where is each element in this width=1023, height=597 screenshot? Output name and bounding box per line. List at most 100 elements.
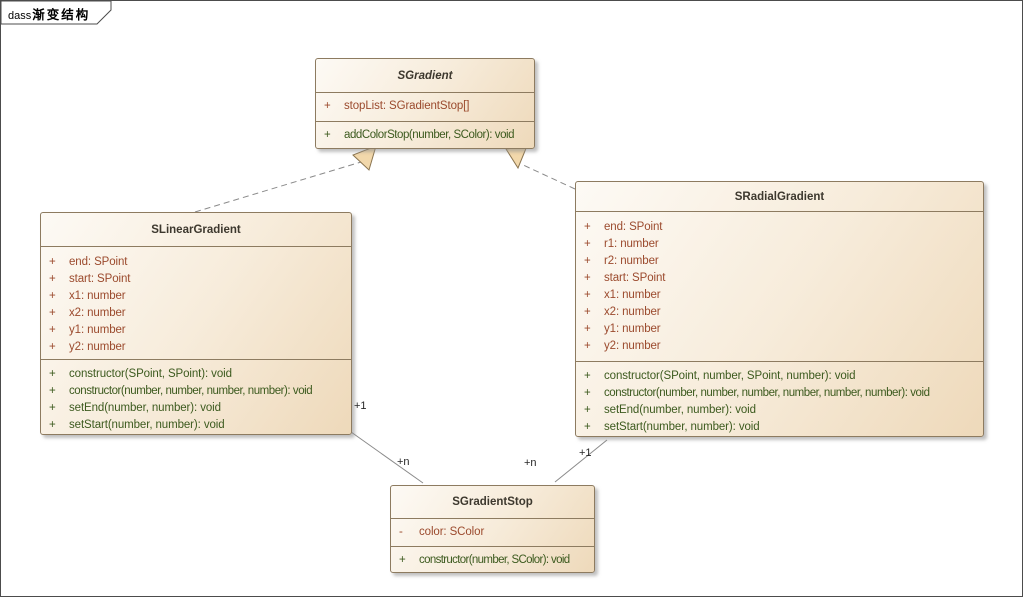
- attributes-compartment: - color: SColor: [391, 518, 594, 546]
- method-text: constructor(SPoint, number, SPoint, numb…: [604, 370, 856, 382]
- association-line-linear-stop: [343, 426, 424, 484]
- attribute-text: stopList: SGradientStop[]: [344, 100, 470, 112]
- class-header: SRadialGradient: [576, 182, 983, 211]
- attribute-row[interactable]: + start: SPoint: [576, 270, 983, 287]
- visibility-sign: +: [399, 554, 406, 566]
- method-row[interactable]: + setStart(number, number): void: [41, 417, 351, 434]
- attribute-text: y1: number: [604, 323, 661, 335]
- attribute-row[interactable]: + end: SPoint: [41, 254, 351, 271]
- attribute-row[interactable]: + stopList: SGradientStop[]: [316, 98, 534, 115]
- method-text: setEnd(number, number): void: [69, 402, 221, 414]
- attribute-row[interactable]: + y1: number: [576, 321, 983, 338]
- attribute-text: x2: number: [604, 306, 661, 318]
- attribute-text: color: SColor: [419, 526, 485, 538]
- frame-diagram-name: 渐变结构: [32, 8, 91, 22]
- attribute-text: end: SPoint: [604, 221, 663, 233]
- class-header: SLinearGradient: [41, 213, 351, 246]
- method-row[interactable]: + constructor(SPoint, number, SPoint, num…: [576, 368, 983, 385]
- multiplicity-label-radial-end: +1: [579, 447, 592, 459]
- visibility-sign: +: [49, 341, 56, 353]
- attribute-row[interactable]: +start: SPoint: [41, 271, 351, 288]
- attribute-row[interactable]: + y2: number: [576, 338, 983, 355]
- visibility-sign: +: [49, 402, 56, 414]
- visibility-sign: +: [584, 323, 591, 335]
- visibility-sign: +: [584, 289, 591, 301]
- attribute-row[interactable]: + x2: number: [41, 305, 351, 322]
- class-header: SGradientStop: [391, 486, 594, 518]
- attribute-row[interactable]: + end: SPoint: [576, 219, 983, 236]
- attribute-row[interactable]: + x2: number: [576, 304, 983, 321]
- attribute-text: y2: number: [69, 341, 126, 353]
- frame-title: dass渐变结构: [8, 4, 90, 23]
- method-text: setStart(number, number): void: [69, 419, 225, 431]
- visibility-sign: +: [324, 129, 331, 141]
- visibility-sign: +: [49, 419, 56, 431]
- visibility-sign: +: [584, 306, 591, 318]
- visibility-sign: +: [324, 100, 331, 112]
- attributes-compartment: +end: SPoint +start: SPoint +x1: number …: [41, 246, 351, 359]
- attributes-compartment: + stopList: SGradientStop[]: [316, 92, 534, 121]
- multiplicity-label-linear-stop: +n: [397, 456, 410, 468]
- attribute-row[interactable]: + y2: number: [41, 339, 351, 356]
- method-row[interactable]: + constructor(number, SColor): void: [391, 552, 594, 569]
- method-row[interactable]: + constructor(SPoint, SPoint): void: [41, 366, 351, 383]
- method-row[interactable]: + setEnd(number, number): void: [576, 402, 983, 419]
- visibility-sign: +: [584, 387, 591, 399]
- attribute-row[interactable]: + x1: number: [576, 287, 983, 304]
- method-text: setEnd(number, number): void: [604, 404, 756, 416]
- visibility-sign: +: [49, 256, 56, 268]
- visibility-sign: +: [49, 368, 56, 380]
- class-box-sgradient[interactable]: SGradient + stopList: SGradientStop[] + …: [315, 58, 535, 149]
- multiplicity-label-radial-stop: +n: [524, 457, 537, 469]
- method-row[interactable]: +setStart(number, number): void: [576, 419, 983, 436]
- visibility-sign: +: [584, 221, 591, 233]
- class-title-slineargradient: SLinearGradient: [151, 223, 241, 236]
- class-title-sgradientstop: SGradientStop: [452, 496, 533, 508]
- generalization-line-radial: [520, 163, 576, 190]
- attribute-text: y1: number: [69, 324, 126, 336]
- attributes-compartment: +end: SPoint +r1: number +r2: number +st…: [576, 211, 983, 361]
- method-row[interactable]: + addColorStop(number, SColor): void: [316, 127, 534, 144]
- class-header: SGradient: [316, 59, 534, 92]
- method-row[interactable]: +constructor(number, number, number, num…: [41, 383, 351, 400]
- attribute-row[interactable]: + r2: number: [576, 253, 983, 270]
- visibility-sign: +: [584, 255, 591, 267]
- method-text: setStart(number, number): void: [604, 421, 760, 433]
- class-title-sradialgradient: SRadialGradient: [734, 190, 825, 203]
- visibility-sign: +: [49, 307, 56, 319]
- method-text: constructor(number, SColor): void: [419, 554, 570, 566]
- attribute-text: r1: number: [604, 238, 659, 250]
- attribute-text: x1: number: [604, 289, 661, 301]
- attribute-row[interactable]: + x1: number: [41, 288, 351, 305]
- class-box-slineargradient[interactable]: SLinearGradient + end: SPoint +start: SPo…: [40, 212, 352, 435]
- attribute-row[interactable]: +y1: number: [41, 322, 351, 339]
- attribute-text: x1: number: [69, 290, 126, 302]
- attribute-row[interactable]: +r1: number: [576, 236, 983, 253]
- class-box-sradialgradient[interactable]: SRadialGradient +end: SPoint +r1: number…: [575, 181, 984, 437]
- attribute-text: y2: number: [604, 340, 661, 352]
- attribute-row[interactable]: - color: SColor: [391, 524, 594, 541]
- class-box-sgradientstop[interactable]: SGradientStop - color: SColor + construc…: [390, 485, 595, 573]
- association-line-radial-stop: [554, 439, 608, 483]
- visibility-sign: +: [584, 272, 591, 284]
- visibility-sign: +: [584, 340, 591, 352]
- visibility-sign: -: [399, 526, 403, 538]
- visibility-sign: +: [49, 290, 56, 302]
- methods-compartment: + constructor(SPoint, number, SPoint, num…: [576, 361, 983, 438]
- methods-compartment: + constructor(number, SColor): void: [391, 546, 594, 574]
- visibility-sign: +: [584, 404, 591, 416]
- frame-keyword: dass: [8, 10, 32, 22]
- multiplicity-label-linear-end: +1: [354, 400, 367, 412]
- visibility-sign: +: [584, 370, 591, 382]
- attribute-text: end: SPoint: [69, 256, 128, 268]
- attribute-text: r2: number: [604, 255, 659, 267]
- method-row[interactable]: + setEnd(number, number): void: [41, 400, 351, 417]
- method-text: constructor(SPoint, SPoint): void: [69, 368, 232, 380]
- attribute-text: x2: number: [69, 307, 126, 319]
- method-row[interactable]: +constructor(number, number, number, num…: [576, 385, 983, 402]
- methods-compartment: + addColorStop(number, SColor): void: [316, 121, 534, 150]
- attribute-text: start: SPoint: [604, 272, 666, 284]
- visibility-sign: +: [49, 385, 56, 397]
